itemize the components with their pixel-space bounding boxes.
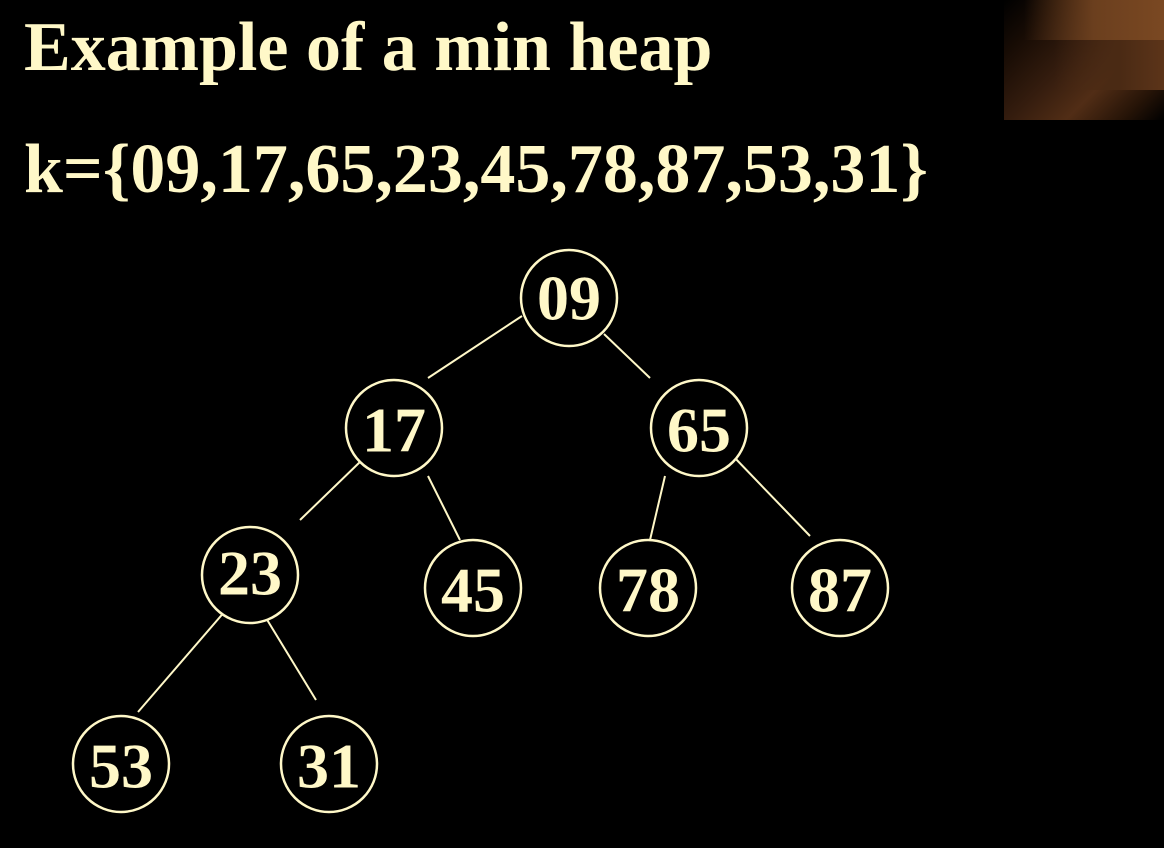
node-circle (71, 714, 171, 814)
node-circle (423, 538, 523, 638)
node-circle (598, 538, 698, 638)
heap-node: 45 (423, 538, 523, 638)
node-label: 09 (537, 263, 601, 334)
node-circle (200, 525, 300, 625)
node-label: 31 (297, 731, 361, 802)
node-circle (790, 538, 890, 638)
heap-nodes: 09 17 65 23 45 78 87 53 (71, 248, 890, 814)
corner-decoration-band-lower (1054, 40, 1164, 90)
node-label: 65 (667, 395, 731, 466)
edge-65-87 (732, 455, 811, 537)
node-circle (519, 248, 619, 348)
node-label: 53 (89, 731, 153, 802)
node-label: 23 (218, 538, 282, 609)
edge-17-23 (299, 459, 363, 521)
node-circle (344, 378, 444, 478)
edge-09-17 (427, 315, 523, 379)
edge-17-45 (427, 475, 461, 541)
node-label: 87 (808, 555, 872, 626)
heap-node: 78 (598, 538, 698, 638)
edge-23-53 (137, 609, 227, 713)
heap-node: 23 (200, 525, 300, 625)
node-label: 78 (616, 555, 680, 626)
node-label: 45 (441, 555, 505, 626)
edge-65-78 (649, 475, 666, 541)
edge-09-65 (603, 333, 651, 379)
heap-node: 87 (790, 538, 890, 638)
slide-title: Example of a min heap (24, 9, 713, 86)
node-label: 17 (362, 395, 426, 466)
heap-node: 53 (71, 714, 171, 814)
heap-node: 17 (344, 378, 444, 478)
heap-key-sequence: k={09,17,65,23,45,78,87,53,31} (24, 131, 928, 208)
corner-decoration-band (1024, 0, 1164, 40)
heap-node: 65 (649, 378, 749, 478)
heap-node: 09 (519, 248, 619, 348)
node-circle (279, 714, 379, 814)
node-circle (649, 378, 749, 478)
heap-node: 31 (279, 714, 379, 814)
heap-edges (137, 315, 811, 713)
edge-23-31 (265, 617, 317, 701)
